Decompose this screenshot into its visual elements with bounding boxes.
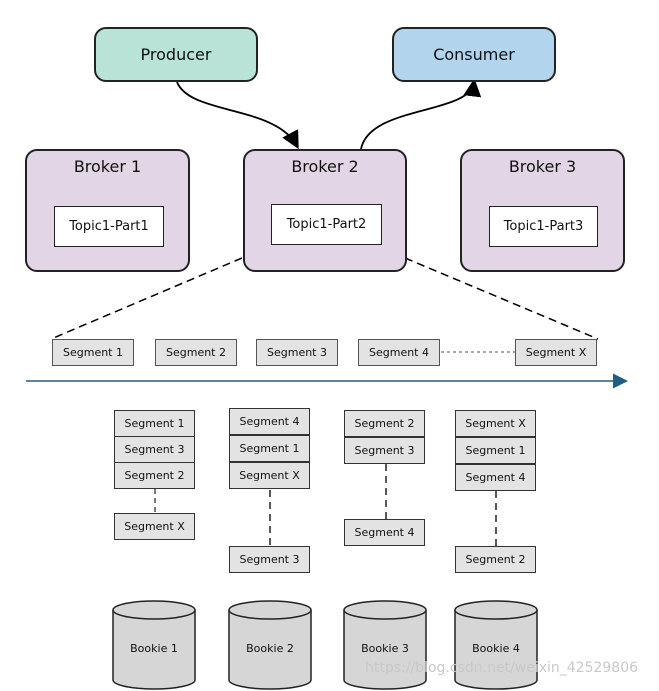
bookie-4-extra-segment: Segment 2 (455, 546, 536, 573)
bookie-4-segment: Segment X (455, 410, 536, 437)
broker-3: Broker 3 Topic1-Part3 (460, 149, 625, 272)
bookie-1-segment: Segment 3 (114, 436, 195, 463)
bookie-3-label: Bookie 3 (361, 642, 409, 655)
bookie-4-label: Bookie 4 (472, 642, 520, 655)
watermark-text: https://blog.csdn.net/weixin_42529806 (365, 660, 639, 676)
segment-row-item: Segment 4 (358, 339, 440, 366)
producer-node: Producer (94, 27, 258, 82)
broker-1-partition: Topic1-Part1 (54, 206, 164, 247)
broker-3-partition: Topic1-Part3 (489, 206, 598, 247)
zoom-line-right (404, 257, 599, 340)
bookie-4-segment: Segment 1 (455, 437, 536, 464)
bookie-2-segment: Segment 4 (229, 408, 310, 435)
segment-row-item: Segment 3 (256, 339, 338, 366)
bookie-1-segment: Segment 2 (114, 462, 195, 489)
bookie-2-segment: Segment 1 (229, 435, 310, 462)
bookie-1-extra-segment: Segment X (114, 513, 195, 540)
bookie-1-label: Bookie 1 (130, 642, 178, 655)
bookie-3-extra-segment: Segment 4 (344, 519, 425, 546)
producer-to-broker-arrow (176, 81, 299, 150)
broker-1-title: Broker 1 (73, 157, 142, 176)
segment-row-item: Segment X (515, 339, 597, 366)
bookie-4-cylinder (454, 600, 538, 690)
producer-label: Producer (140, 45, 212, 64)
segment-row-item: Segment 1 (52, 339, 134, 366)
zoom-line-left (50, 257, 243, 340)
broker-2-title: Broker 2 (291, 157, 359, 176)
consumer-node: Consumer (392, 27, 556, 82)
broker-to-consumer-arrow (360, 78, 482, 150)
bookie-2-extra-segment: Segment 3 (229, 546, 310, 573)
segment-row-item: Segment 2 (155, 339, 237, 366)
bookie-3-cylinder (343, 600, 427, 690)
bookie-3-segment: Segment 2 (344, 410, 425, 437)
broker-1: Broker 1 Topic1-Part1 (25, 149, 190, 272)
bookie-1-cylinder (112, 600, 196, 690)
bookie-3-segment: Segment 3 (344, 437, 425, 464)
bookie-1-segment: Segment 1 (114, 410, 195, 437)
bookie-2-label: Bookie 2 (246, 642, 294, 655)
consumer-label: Consumer (433, 45, 515, 64)
broker-2-partition: Topic1-Part2 (271, 204, 382, 245)
bookie-2-segment: Segment X (229, 462, 310, 489)
broker-3-title: Broker 3 (508, 157, 577, 176)
bookie-2-cylinder (228, 600, 312, 690)
broker-2: Broker 2 Topic1-Part2 (243, 149, 407, 272)
bookie-4-segment: Segment 4 (455, 464, 536, 491)
